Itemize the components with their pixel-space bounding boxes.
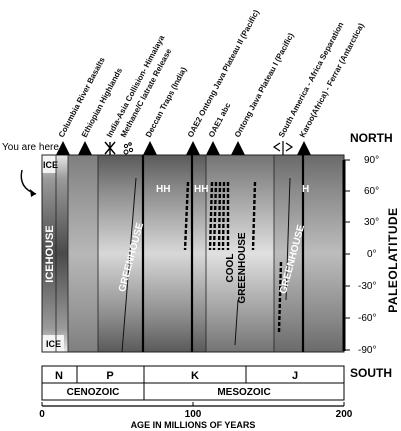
volcano-icon <box>56 141 70 155</box>
lat-tick-label: 90° <box>364 155 379 166</box>
period-label-j: J <box>292 370 298 382</box>
age-axis-label: AGE IN MILLIONS OF YEARS <box>131 420 256 430</box>
period-label-p: P <box>106 370 113 382</box>
south-label: SOUTH <box>350 366 392 380</box>
paleolatitude-label: PALEOLATITUDE <box>386 207 400 312</box>
ice-top-label: ICE <box>43 160 58 170</box>
cool-greenhouse-label-2: GREENHOUSE <box>237 232 248 303</box>
period-table <box>41 365 345 401</box>
volcano-icon <box>143 141 157 155</box>
separation-icon <box>272 141 294 155</box>
ice-zone-bottom <box>42 335 64 352</box>
lat-ticks: 90° 60° 30° 0° -30° -60° -90° <box>358 155 379 356</box>
volcano-icon <box>78 141 92 155</box>
h-label: H <box>302 184 309 195</box>
transition-band <box>68 155 98 352</box>
age-tick-label: 100 <box>185 409 202 420</box>
oblique-line <box>285 177 291 301</box>
icehouse-band <box>42 155 68 352</box>
icehouse-label: ICEHOUSE <box>44 225 56 282</box>
volcano-icon <box>186 141 200 155</box>
oblique-line <box>234 299 239 346</box>
period-label-n: N <box>55 370 63 382</box>
cool-greenhouse-band <box>206 155 274 352</box>
cool-greenhouse-label-1: COOL <box>225 254 236 283</box>
volcano-icon <box>231 141 245 155</box>
era-label-cenozoic: CENOZOIC <box>67 387 120 398</box>
volcano-icon <box>206 141 220 155</box>
age-tick-marks <box>41 402 345 406</box>
hh-label-1: HH <box>156 184 170 195</box>
event-markers <box>56 141 311 155</box>
ice-bottom-label: ICE <box>46 339 61 349</box>
methane-bubbles-icon <box>123 142 134 155</box>
lat-tick-label: 30° <box>364 217 379 228</box>
you-are-here-label: You are here <box>2 142 59 153</box>
volcano-icon <box>297 141 311 155</box>
oblique-line <box>121 177 137 353</box>
era-label-mesozoic: MESOZOIC <box>217 387 270 398</box>
lat-tick-label: -30° <box>358 281 376 292</box>
lat-tick-label: 0° <box>367 249 377 260</box>
you-are-here-arrow <box>20 169 37 195</box>
hh-label-2: HH <box>194 184 208 195</box>
lat-tick-label: 60° <box>364 186 379 197</box>
collision-icon <box>104 141 116 155</box>
event-labels: Columbia River Basalts Ethiopian Highlan… <box>57 8 366 139</box>
dashed-bands <box>183 181 283 333</box>
age-tick-label: 200 <box>336 409 353 420</box>
north-label: NORTH <box>350 131 393 145</box>
arrowhead <box>30 189 36 197</box>
lat-tick-label: -90° <box>358 345 376 356</box>
lat-tick-marks <box>344 159 350 351</box>
period-label-k: K <box>191 370 199 382</box>
greenhouse2-band <box>274 155 344 352</box>
lat-tick-label: -60° <box>358 313 376 324</box>
ice-zone-top <box>42 155 56 173</box>
age-tick-label: 0 <box>39 409 45 420</box>
